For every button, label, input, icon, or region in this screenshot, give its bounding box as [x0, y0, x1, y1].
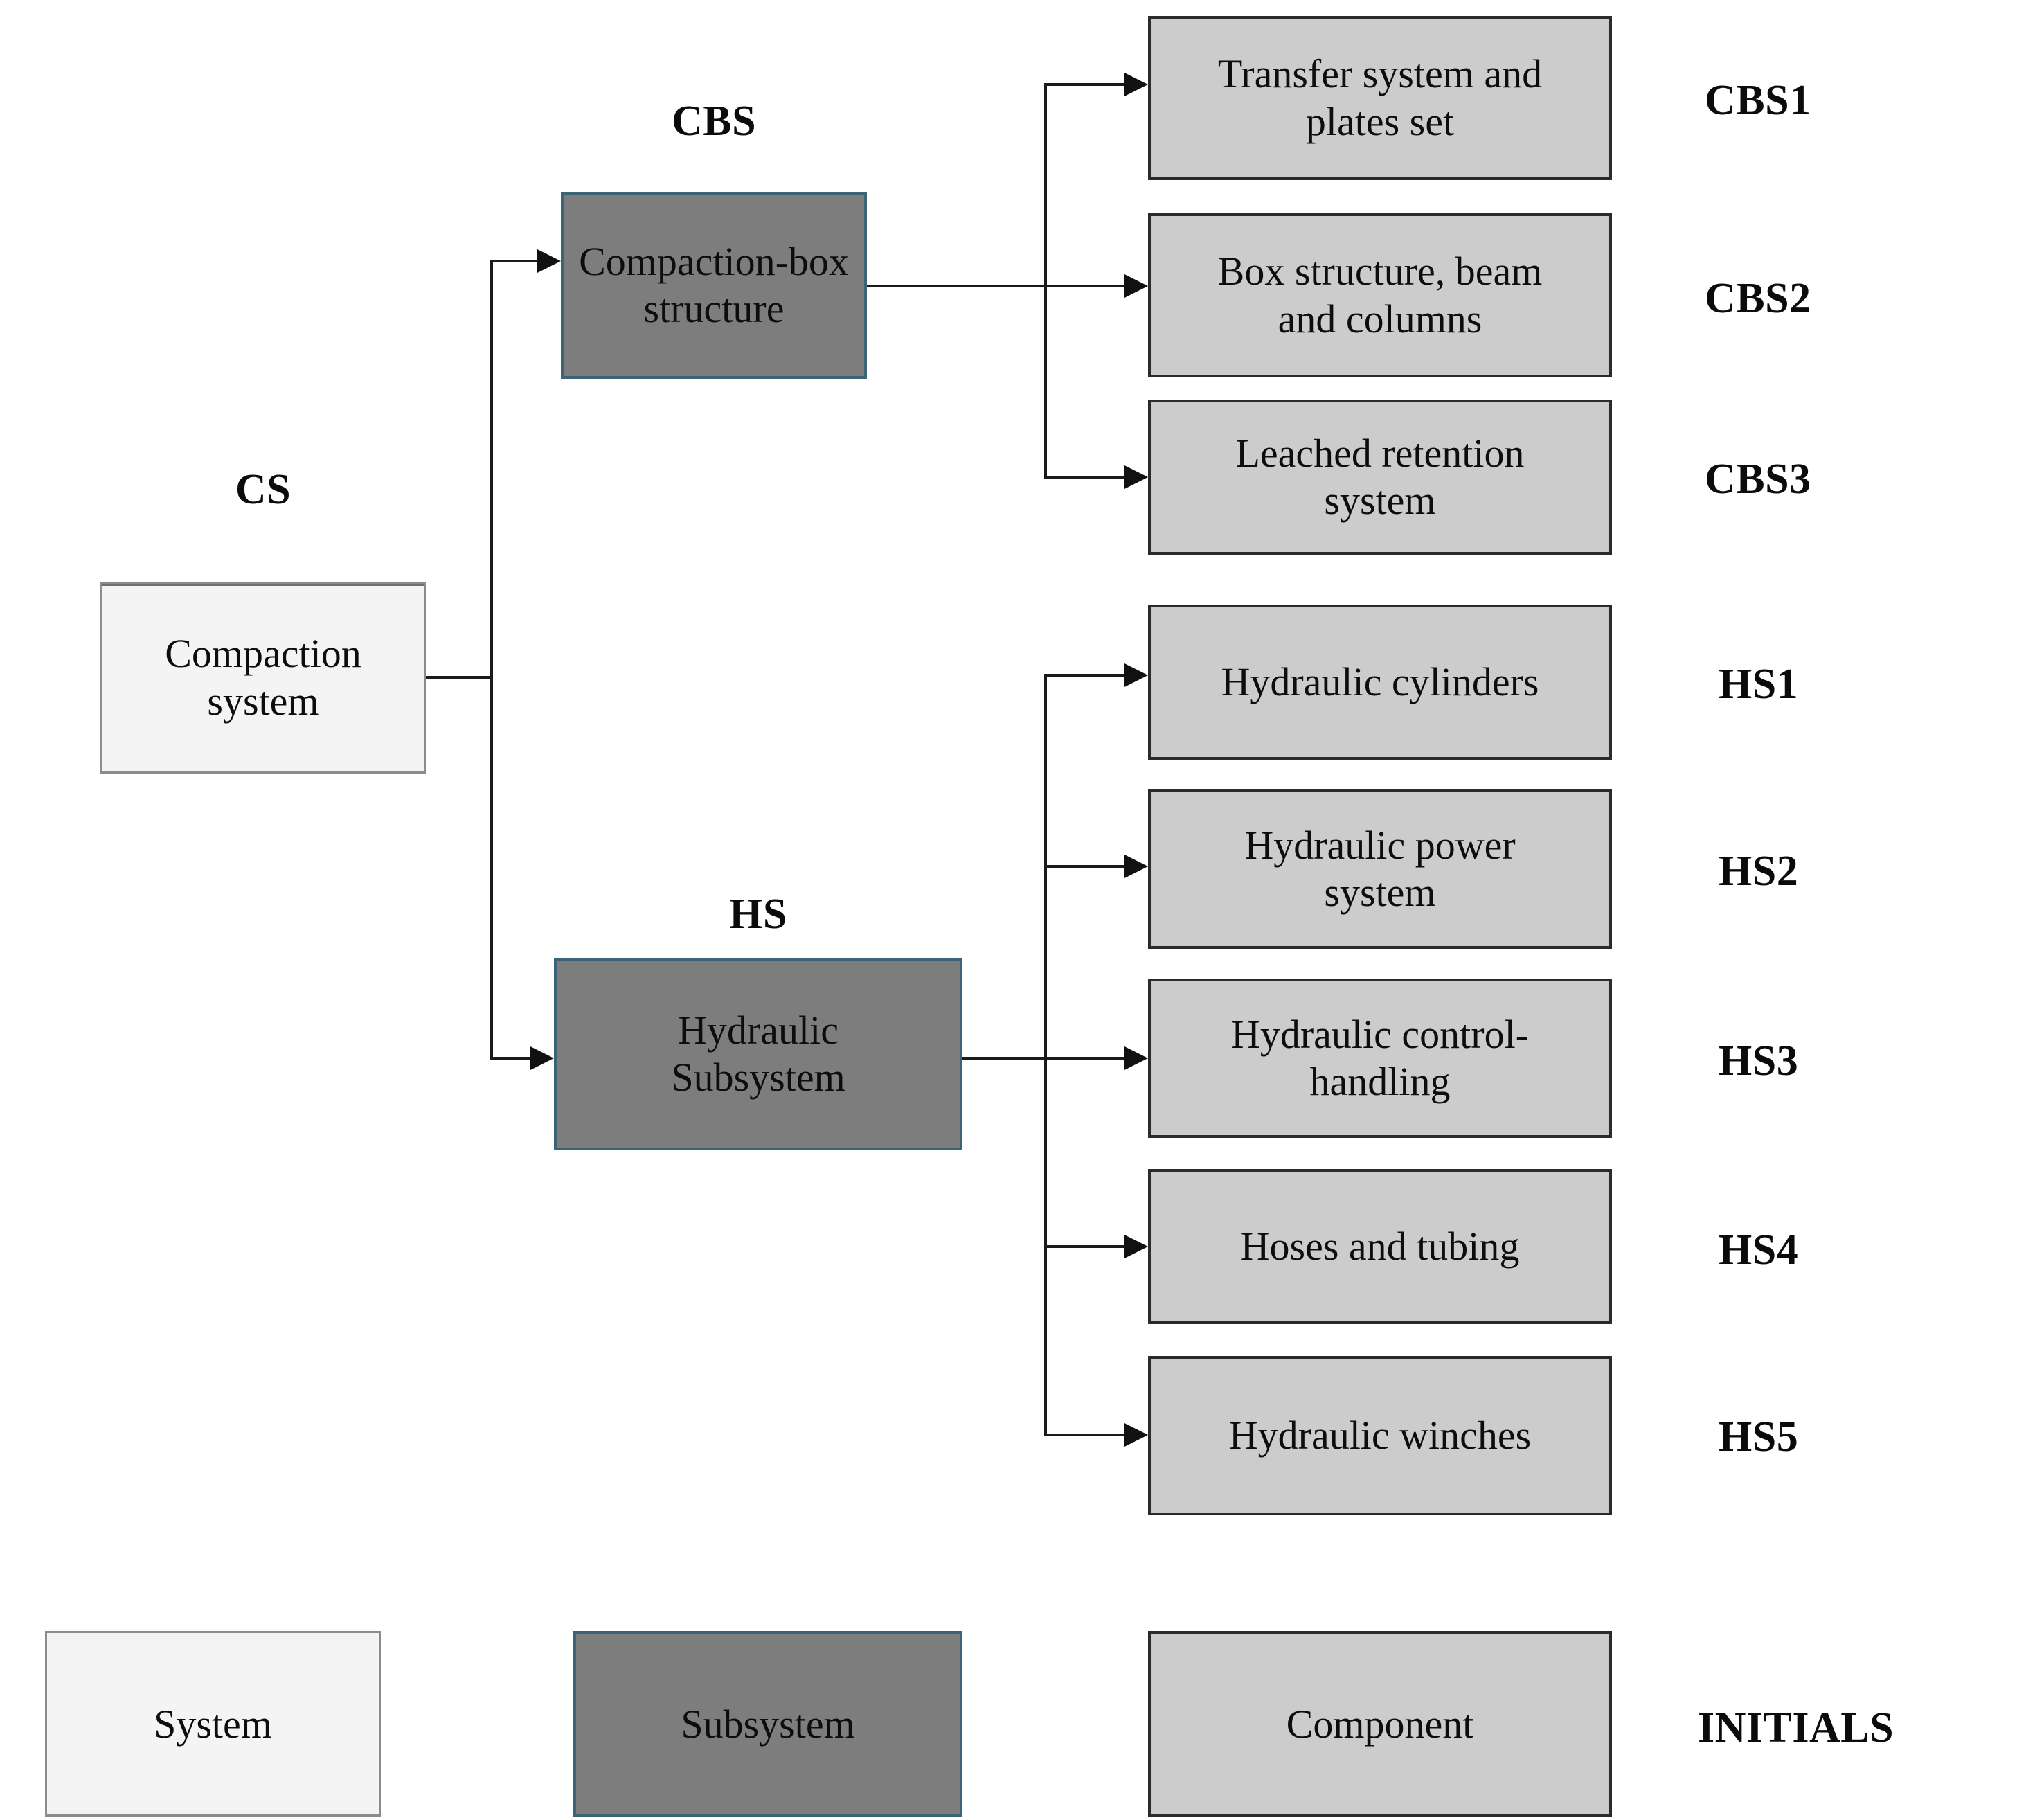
- connector-cs-to-hs: [490, 1057, 530, 1060]
- node-hoses-and-tubing[interactable]: Hoses and tubing: [1148, 1169, 1612, 1324]
- connector-cbs-trunk: [1044, 83, 1047, 478]
- arrowhead-cbs2: [1124, 274, 1148, 298]
- initial-hs1: HS1: [1719, 661, 1799, 708]
- arrowhead-hs3: [1124, 1046, 1148, 1070]
- connector-cs-stub: [426, 676, 493, 679]
- caption-cs: CS: [235, 466, 292, 513]
- connector-cbs-to-cbs1: [1044, 83, 1124, 86]
- arrowhead-cbs3: [1124, 465, 1148, 489]
- initial-hs5: HS5: [1719, 1413, 1799, 1461]
- connector-hs-stub: [962, 1057, 1124, 1060]
- node-hydraulic-control-handling[interactable]: Hydraulic control- handling: [1148, 979, 1612, 1138]
- connector-cs-trunk: [490, 260, 493, 1060]
- node-hydraulic-winches[interactable]: Hydraulic winches: [1148, 1356, 1612, 1515]
- caption-hs: HS: [729, 891, 787, 938]
- initial-cbs3: CBS3: [1705, 456, 1811, 503]
- initial-cbs2: CBS2: [1705, 275, 1811, 322]
- node-hydraulic-subsystem[interactable]: Hydraulic Subsystem: [554, 958, 962, 1150]
- arrowhead-hs4: [1124, 1235, 1148, 1258]
- initial-hs2: HS2: [1719, 848, 1799, 895]
- node-compaction-box-structure[interactable]: Compaction-box structure: [561, 192, 867, 379]
- legend-system-swatch: System: [45, 1631, 381, 1817]
- arrowhead-cs-to-cbs: [537, 249, 561, 273]
- node-hydraulic-power-system[interactable]: Hydraulic power system: [1148, 789, 1612, 949]
- connector-hs-to-hs5: [1044, 1434, 1124, 1436]
- legend-subsystem-swatch: Subsystem: [573, 1631, 962, 1817]
- connector-hs-to-hs4: [1044, 1245, 1124, 1248]
- connector-hs-to-hs2: [1044, 865, 1124, 868]
- connector-cbs-stub: [867, 285, 1124, 287]
- legend-component-swatch: Component: [1148, 1631, 1612, 1817]
- caption-cbs: CBS: [671, 98, 757, 145]
- connector-cbs-to-cbs3: [1044, 476, 1124, 479]
- connector-cs-to-cbs: [490, 260, 537, 262]
- node-transfer-system-and-plates-set[interactable]: Transfer system and plates set: [1148, 16, 1612, 180]
- arrowhead-hs2: [1124, 855, 1148, 878]
- connector-hs-trunk: [1044, 674, 1047, 1436]
- arrowhead-cbs1: [1124, 73, 1148, 96]
- node-hydraulic-cylinders[interactable]: Hydraulic cylinders: [1148, 605, 1612, 760]
- node-leached-retention-system[interactable]: Leached retention system: [1148, 400, 1612, 555]
- arrowhead-cs-to-hs: [530, 1046, 554, 1070]
- node-compaction-system[interactable]: Compaction system: [100, 582, 426, 774]
- initial-cbs1: CBS1: [1705, 77, 1811, 124]
- legend-initials-label: INITIALS: [1698, 1704, 1894, 1751]
- node-box-structure-beam-and-columns[interactable]: Box structure, beam and columns: [1148, 213, 1612, 377]
- arrowhead-hs5: [1124, 1423, 1148, 1447]
- arrowhead-hs1: [1124, 663, 1148, 687]
- initial-hs4: HS4: [1719, 1226, 1799, 1274]
- connector-hs-to-hs1: [1044, 674, 1124, 677]
- initial-hs3: HS3: [1719, 1037, 1799, 1085]
